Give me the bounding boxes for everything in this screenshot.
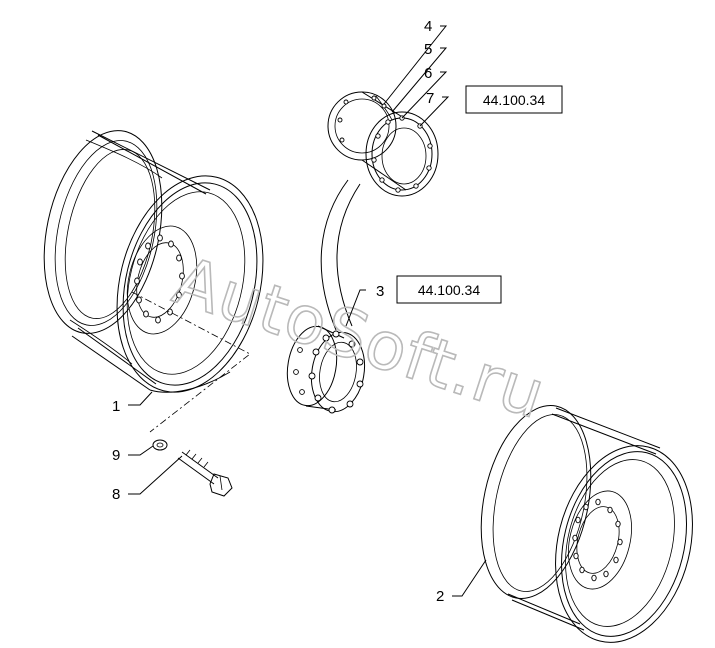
callout-7: 7	[426, 90, 434, 107]
callout-4: 4	[424, 18, 432, 35]
wheel-rim-1	[43, 130, 264, 393]
callout-labels: 4 5 6 7 3 1 9 8 2	[112, 18, 444, 605]
callout-1: 1	[112, 398, 120, 415]
reference-text-7: 44.100.34	[483, 92, 545, 108]
connector-curve	[320, 179, 349, 331]
washer-9	[152, 439, 168, 451]
callout-9: 9	[112, 447, 120, 464]
leader-lines	[128, 25, 487, 597]
reference-box-7[interactable]: 44.100.34	[465, 85, 563, 114]
rim-2-bolt-holes	[572, 498, 623, 582]
rim-1-bolt-holes	[134, 234, 185, 324]
hub-adapter-3	[286, 325, 366, 414]
reference-box-3[interactable]: 44.100.34	[396, 275, 502, 304]
callout-5: 5	[424, 41, 432, 58]
hub-studs	[293, 330, 364, 414]
connector-curve-inner	[336, 183, 361, 327]
callout-2: 2	[436, 588, 444, 605]
bolt-8	[177, 449, 233, 497]
callout-6: 6	[424, 65, 432, 82]
callout-3: 3	[376, 283, 384, 300]
wheel-rim-2	[480, 405, 693, 643]
callout-8: 8	[112, 486, 120, 503]
spacer-assembly-4-7	[327, 91, 439, 197]
reference-text-3: 44.100.34	[418, 282, 480, 298]
